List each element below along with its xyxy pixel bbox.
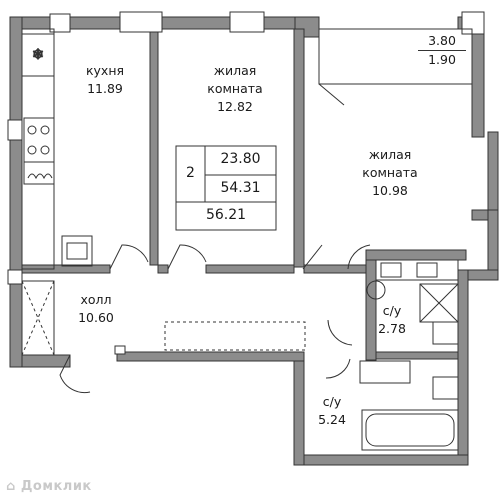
svg-text:❄: ❄ xyxy=(32,47,44,63)
living1-label: жилая комната 12.82 xyxy=(190,62,280,116)
living1-area: 12.82 xyxy=(217,99,253,114)
area-without-balcony: 54.31 xyxy=(220,180,261,196)
hall-area: 10.60 xyxy=(78,310,114,325)
living2-area: 10.98 xyxy=(372,183,408,198)
hall-wardrobe xyxy=(21,280,306,356)
hall-front-door xyxy=(114,345,126,355)
bath1-name: с/у xyxy=(382,303,402,318)
doors xyxy=(59,244,371,394)
bath2-label: с/у 5.24 xyxy=(310,393,354,429)
watermark-text: Домклик xyxy=(20,479,92,494)
hall-name: холл xyxy=(80,292,112,307)
summary-box xyxy=(175,145,277,231)
exterior-walls xyxy=(9,16,499,466)
balcony xyxy=(318,28,473,106)
bath2-area: 5.24 xyxy=(318,412,346,427)
kitchen-furniture: ❄ xyxy=(21,28,93,270)
balcony-label: 3.80 1.90 xyxy=(418,32,466,69)
bathroom-fixtures xyxy=(359,259,459,451)
rooms-count: 2 xyxy=(186,165,195,181)
kitchen-label: кухня 11.89 xyxy=(70,62,140,98)
living1-name-line2: комната xyxy=(207,81,263,96)
living2-name-line2: комната xyxy=(362,165,418,180)
living-area-total: 23.80 xyxy=(220,151,261,167)
bath2-name: с/у xyxy=(322,394,342,409)
windows xyxy=(7,11,485,285)
house-icon: ⌂ xyxy=(6,479,16,494)
living2-name-line1: жилая xyxy=(368,147,412,162)
bath1-label: с/у 2.78 xyxy=(370,302,414,338)
hall-label: холл 10.60 xyxy=(66,291,126,327)
living2-label: жилая комната 10.98 xyxy=(345,146,435,200)
domclick-watermark: ⌂ Домклик xyxy=(6,479,92,494)
living1-name-line1: жилая xyxy=(213,63,257,78)
balcony-area-reduced: 1.90 xyxy=(428,52,456,67)
kitchen-area: 11.89 xyxy=(87,81,123,96)
balcony-area-full: 3.80 xyxy=(418,32,466,51)
bath1-area: 2.78 xyxy=(378,321,406,336)
total-area: 56.21 xyxy=(205,207,247,223)
kitchen-name: кухня xyxy=(85,63,125,78)
